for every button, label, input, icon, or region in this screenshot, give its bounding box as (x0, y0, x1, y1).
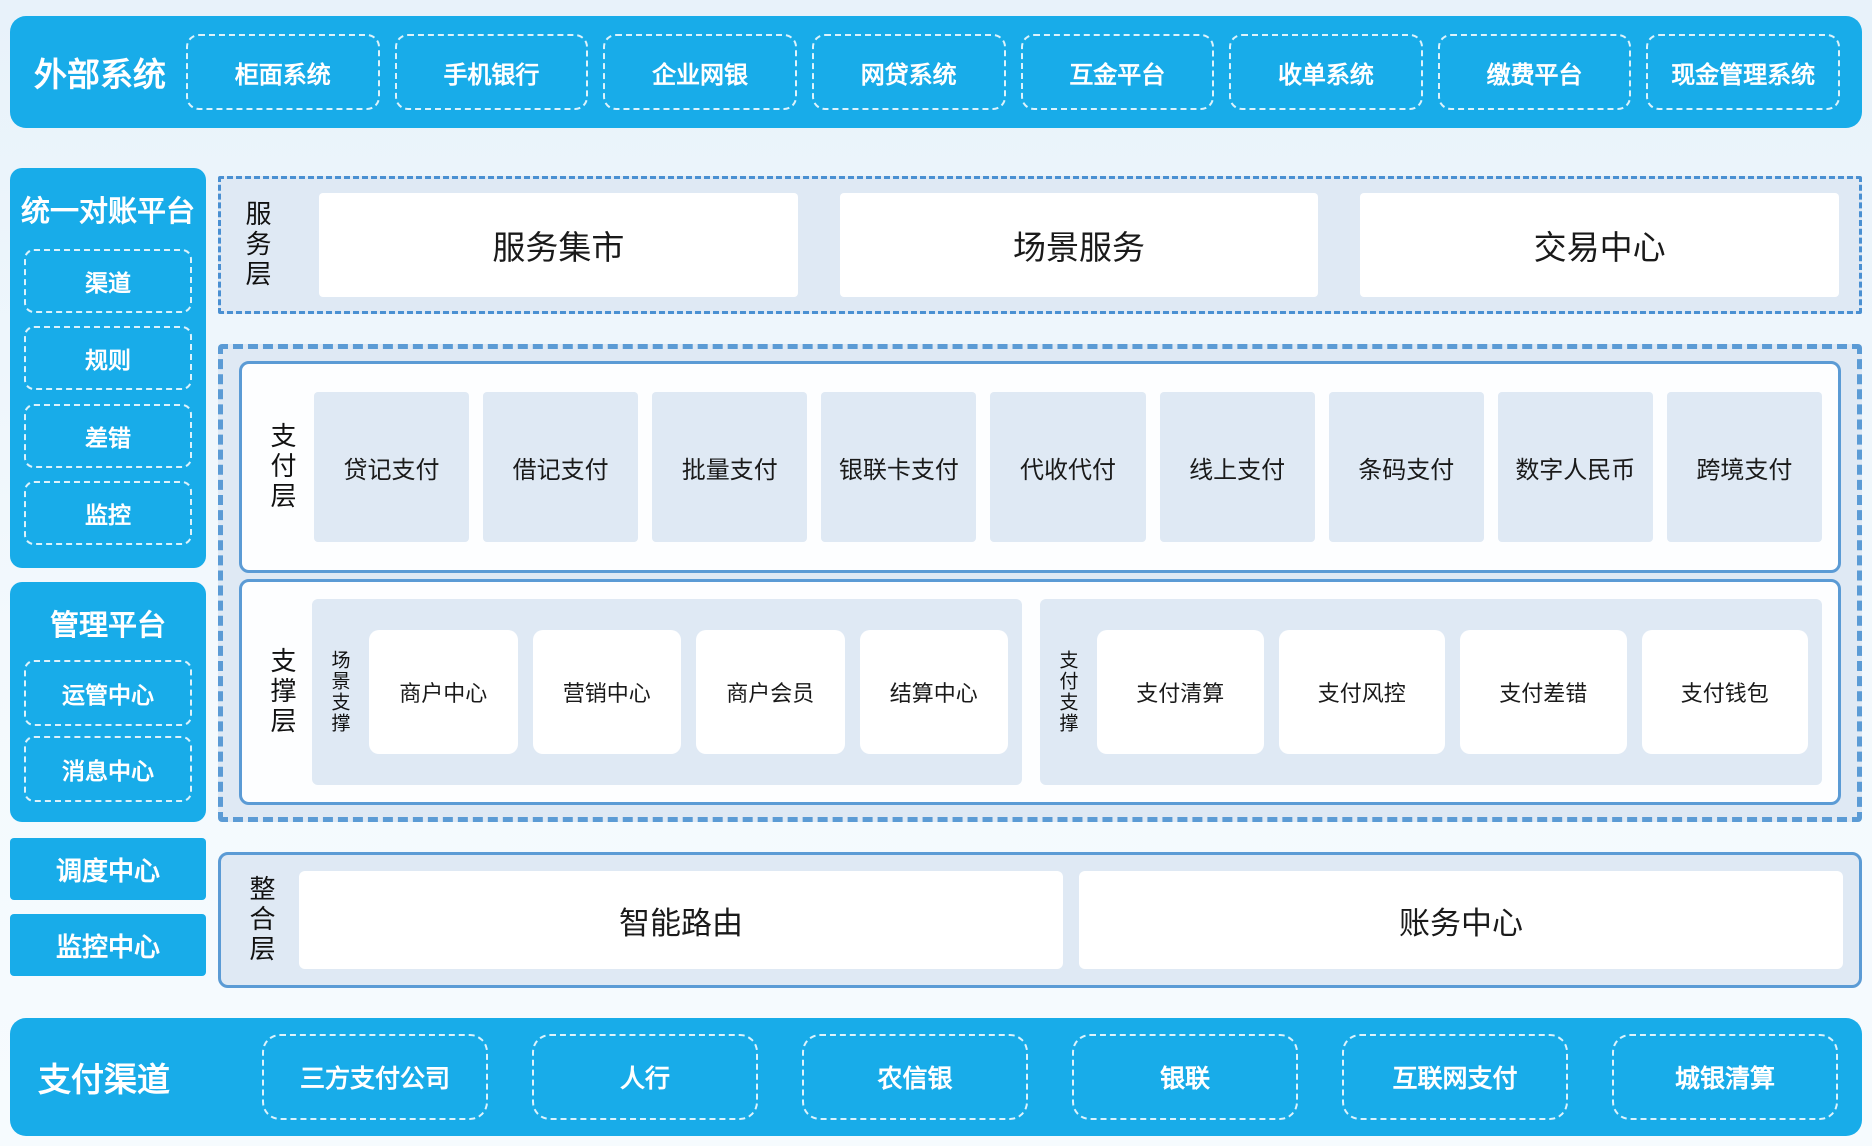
management-platform-title: 管理平台 (49, 610, 166, 642)
payment-support-item: 支付风控 (1278, 630, 1445, 754)
payment-channel-item: 人行 (532, 1034, 758, 1120)
payment-layer-item: 借记支付 (483, 392, 639, 542)
payment-layer-item: 跨境支付 (1666, 392, 1822, 542)
reconciliation-items: 渠道 规则 差错 监控 (10, 230, 206, 568)
scene-support-item: 营销中心 (532, 630, 681, 754)
payment-layer-item: 批量支付 (652, 392, 808, 542)
payment-support-item: 支付清算 (1097, 630, 1264, 754)
reconciliation-item: 规则 (24, 326, 192, 391)
integration-layer-label: 整合层 (246, 875, 276, 965)
support-layer-groups: 场景支撑 商户中心 营销中心 商户会员 结算中心 支付支撑 支付清算 支付风控 … (312, 599, 1822, 785)
external-system-item: 现金管理系统 (1646, 34, 1840, 110)
scene-support-label: 场景支撑 (328, 650, 350, 734)
payment-channel-item: 农信银 (802, 1034, 1028, 1120)
reconciliation-platform-title: 统一对账平台 (20, 196, 195, 228)
integration-layer-item: 账务中心 (1079, 871, 1843, 969)
payment-support-group: 支付支撑 支付清算 支付风控 支付差错 支付钱包 (1040, 599, 1822, 785)
payment-layer-item: 贷记支付 (314, 392, 470, 542)
scene-support-group: 场景支撑 商户中心 营销中心 商户会员 结算中心 (312, 599, 1022, 785)
payment-support-item: 支付差错 (1460, 630, 1627, 754)
payment-channels-list: 三方支付公司 人行 农信银 银联 互联网支付 城银清算 (262, 1034, 1838, 1120)
scene-support-item: 商户会员 (696, 630, 845, 754)
management-platform-block: 管理平台 运管中心 消息中心 (10, 582, 206, 822)
service-layer-item: 交易中心 (1360, 193, 1840, 297)
management-items: 运管中心 消息中心 (10, 644, 206, 822)
payment-channels-bar: 支付渠道 三方支付公司 人行 农信银 银联 互联网支付 城银清算 (10, 1018, 1862, 1136)
payment-layer-item: 数字人民币 (1497, 392, 1653, 542)
payment-layer-item: 条码支付 (1328, 392, 1484, 542)
payment-support-item: 支付钱包 (1641, 630, 1808, 754)
support-layer-label: 支撑层 (267, 647, 297, 737)
support-layer: 支撑层 场景支撑 商户中心 营销中心 商户会员 结算中心 支付支撑 支付清算 支… (239, 579, 1841, 805)
payment-layer-items: 贷记支付 借记支付 批量支付 银联卡支付 代收代付 线上支付 条码支付 数字人民… (314, 392, 1822, 542)
external-system-item: 缴费平台 (1437, 34, 1632, 110)
scene-support-item: 商户中心 (369, 630, 518, 754)
payment-channel-item: 银联 (1072, 1034, 1298, 1120)
integration-layer: 整合层 智能路由 账务中心 (218, 852, 1862, 988)
management-item: 消息中心 (24, 736, 192, 802)
service-layer-label: 服务层 (242, 200, 272, 290)
external-system-item: 网贷系统 (811, 34, 1006, 110)
reconciliation-item: 差错 (24, 403, 192, 468)
payment-layer: 支付层 贷记支付 借记支付 批量支付 银联卡支付 代收代付 线上支付 条码支付 … (239, 361, 1841, 573)
external-system-item: 手机银行 (394, 34, 589, 110)
service-layer-item: 场景服务 (839, 193, 1319, 297)
external-system-item: 柜面系统 (186, 34, 380, 110)
payment-layer-item: 代收代付 (990, 392, 1146, 542)
external-systems-list: 柜面系统 手机银行 企业网银 网贷系统 互金平台 收单系统 缴费平台 现金管理系… (186, 34, 1840, 110)
reconciliation-item: 监控 (24, 480, 192, 545)
payment-channels-label: 支付渠道 (38, 1061, 170, 1098)
reconciliation-item: 渠道 (24, 249, 192, 314)
payment-layer-item: 线上支付 (1159, 392, 1315, 542)
external-system-item: 互金平台 (1020, 34, 1215, 110)
external-systems-label: 外部系统 (34, 56, 166, 93)
integration-layer-item: 智能路由 (299, 871, 1063, 969)
dispatch-center-box: 调度中心 (10, 838, 206, 900)
service-layer: 服务层 服务集市 场景服务 交易中心 (218, 176, 1862, 314)
payment-channel-item: 互联网支付 (1342, 1034, 1568, 1120)
monitor-center-box: 监控中心 (10, 914, 206, 976)
external-system-item: 企业网银 (603, 34, 797, 110)
scene-support-item: 结算中心 (859, 630, 1008, 754)
external-system-item: 收单系统 (1229, 34, 1423, 110)
payment-layer-label: 支付层 (267, 422, 297, 512)
payment-layer-item: 银联卡支付 (821, 392, 977, 542)
payment-channel-item: 三方支付公司 (262, 1034, 488, 1120)
service-layer-item: 服务集市 (319, 193, 798, 297)
payment-support-label: 支付支撑 (1056, 650, 1078, 734)
external-systems-bar: 外部系统 柜面系统 手机银行 企业网银 网贷系统 互金平台 收单系统 缴费平台 … (10, 16, 1862, 128)
management-item: 运管中心 (24, 660, 192, 726)
core-layers-container: 支付层 贷记支付 借记支付 批量支付 银联卡支付 代收代付 线上支付 条码支付 … (218, 344, 1862, 822)
payment-channel-item: 城银清算 (1612, 1034, 1838, 1120)
reconciliation-platform-block: 统一对账平台 渠道 规则 差错 监控 (10, 168, 206, 568)
